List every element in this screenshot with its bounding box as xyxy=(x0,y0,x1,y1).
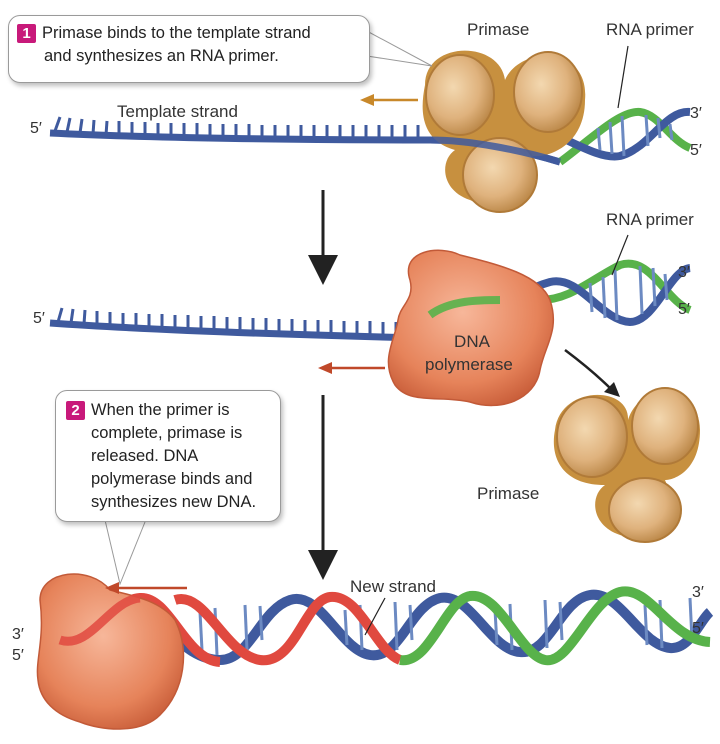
label-3prime-bottom-right: 3′ xyxy=(692,584,704,601)
label-5prime-top: 5′ xyxy=(30,120,42,137)
step-1-text-line2: and synthesizes an RNA primer. xyxy=(44,47,279,65)
label-rna-primer-top: RNA primer xyxy=(606,20,694,39)
label-rna-primer-mid: RNA primer xyxy=(606,210,694,229)
callout-2-tail xyxy=(104,519,146,586)
step-2-line-5: synthesizes new DNA. xyxy=(91,493,257,511)
label-dna-polymerase-line1: DNA xyxy=(454,332,490,351)
template-strand-bases-top xyxy=(53,116,420,139)
label-primase-released: Primase xyxy=(477,484,540,503)
direction-arrow-polymerase-mid xyxy=(318,362,385,374)
step-1-text-line1: Primase binds to the template strand xyxy=(42,24,311,42)
step-2-number: 2 xyxy=(66,401,85,420)
label-5prime-bottom: 5′ xyxy=(12,647,24,664)
label-3prime-bottom: 3′ xyxy=(12,626,24,643)
step-1-callout: 1 Primase binds to the template strand an… xyxy=(8,15,370,83)
leader-rna-primer-top xyxy=(617,45,629,109)
primase-enzyme-top xyxy=(422,50,586,213)
label-new-strand: New strand xyxy=(350,577,436,596)
label-primase-top: Primase xyxy=(467,20,530,39)
primase-enzyme-released xyxy=(553,387,700,543)
step-2-line-4: polymerase binds and xyxy=(91,470,253,488)
direction-arrow-polymerase-bottom xyxy=(105,582,187,594)
step-2-callout: 2 When the primer is complete, primase is… xyxy=(55,390,281,522)
template-strand-bases-mid xyxy=(56,307,398,336)
step-2-line-2: complete, primase is xyxy=(91,424,243,442)
callout-1-tail xyxy=(364,29,433,67)
label-5prime-mid: 5′ xyxy=(33,310,45,327)
dna-polymerase-enzyme-mid xyxy=(387,249,555,407)
step-2-line-1: When the primer is xyxy=(91,401,230,419)
release-arrow xyxy=(564,349,613,391)
step-2-line-3: released. DNA xyxy=(91,447,199,465)
template-strand-mid xyxy=(49,319,421,342)
label-5prime-bottom-right: 5′ xyxy=(692,620,704,637)
direction-arrow-primase xyxy=(360,94,418,106)
dna-polymerase-enzyme-bottom xyxy=(36,573,185,730)
leader-rna-primer-mid xyxy=(611,234,629,276)
leader-new-strand xyxy=(364,597,386,636)
label-dna-polymerase-line2: polymerase xyxy=(425,355,513,374)
label-3prime-top: 3′ xyxy=(690,105,702,122)
step-1-number: 1 xyxy=(17,24,36,43)
label-3prime-mid: 3′ xyxy=(678,264,690,281)
label-5prime-top-right: 5′ xyxy=(690,142,702,159)
label-5prime-mid-right: 5′ xyxy=(678,301,690,318)
label-template-strand: Template strand xyxy=(117,102,238,121)
